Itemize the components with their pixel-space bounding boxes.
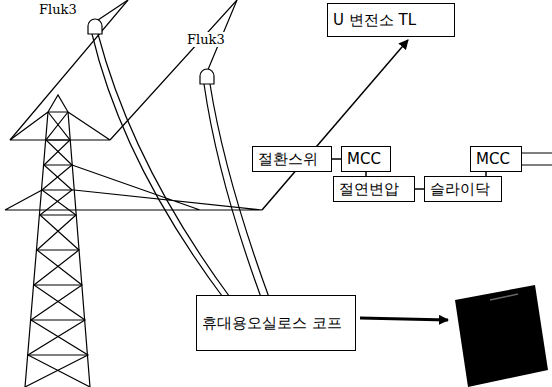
process-box: 절연변압 (333, 176, 415, 202)
process-box: U 변전소 TL (327, 3, 455, 37)
wire (522, 153, 552, 165)
notebook-computer (455, 285, 548, 387)
probe-label: Fluk3 (186, 32, 226, 47)
wire-connector (332, 158, 341, 160)
box-label: MCC (476, 149, 510, 169)
box-label: 슬라이닥 (430, 179, 490, 199)
probe-wire (92, 34, 270, 300)
process-box: 절환스위 (252, 146, 332, 172)
box-label: 휴대용오실로스 코프 (202, 313, 342, 333)
box-label: 절연변압 (339, 179, 399, 199)
box-label: MCC (347, 149, 381, 169)
process-box: 휴대용오실로스 코프 (196, 295, 356, 351)
probe-label: Fluk3 (38, 2, 78, 17)
process-box: MCC (470, 146, 522, 172)
process-box: 슬라이닥 (424, 176, 502, 202)
box-label: U 변전소 TL (333, 10, 416, 30)
probe-clamp (88, 19, 214, 84)
process-box: MCC (341, 146, 391, 172)
wire-connector (415, 188, 424, 190)
box-label: 절환스위 (258, 149, 318, 169)
arrow (360, 318, 448, 320)
